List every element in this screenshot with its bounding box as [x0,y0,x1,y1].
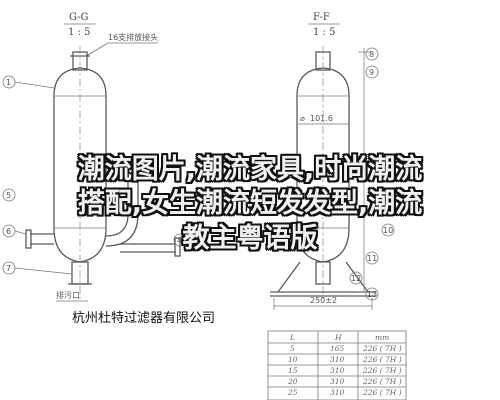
table-cell: 165 [330,344,345,353]
svg-text:9: 9 [369,68,374,77]
table-cell: 226 ( 7H ) [362,344,402,353]
table-header-l: L [289,333,295,342]
table-cell: 15 [288,366,298,375]
right-section-label: F-F [313,12,330,23]
svg-text:12: 12 [351,274,361,283]
svg-text:7: 7 [6,264,11,273]
table-cell: 310 [330,377,345,386]
base-width-dimension: 250±2 [310,296,337,305]
table-cell: 310 [330,388,345,397]
overlay-line-2: 搭配,女生潮流短发发型,潮流 [77,188,423,219]
right-scale-label: 1 : 5 [313,27,335,38]
valve-label: 16支排放接头 [108,32,158,42]
table-cell: 5 [290,344,295,353]
svg-text:1: 1 [6,78,11,87]
svg-text:6: 6 [6,227,11,236]
balloon-7: 7 [2,261,73,275]
balloon-4: 4 [173,233,187,247]
balloon-6: 6 [2,224,27,238]
left-scale-label: 1 : 5 [68,27,90,38]
svg-text:5: 5 [6,191,11,200]
company-name: 杭州杜特过滤器有限公司 [72,311,216,326]
balloon-5: 5 [2,188,16,202]
balloon-10: 10 [381,223,395,237]
table-header-mm: mm [375,333,389,342]
svg-text:11: 11 [367,254,377,263]
table-header-h: H [334,333,342,342]
balloon-13: 13 [365,287,379,301]
table-cell: 25 [287,388,298,397]
table-cell: 226 ( 7H ) [362,377,402,386]
left-section-label: G-G [69,12,89,23]
spec-table: L H mm 5 165 226 ( 7H ) 10 310 226 ( 7H … [267,330,407,400]
table-cell: 310 [330,366,345,375]
overlay-line-3: 教主粤语版 [182,223,318,254]
svg-text:10: 10 [383,226,393,235]
svg-text:8: 8 [369,50,374,59]
balloon-8: 8 [365,47,379,61]
table-cell: 226 ( 7H ) [362,355,402,364]
table-cell: 10 [288,355,298,364]
overlay-line-1: 潮流图片,潮流家具,时尚潮流 [77,154,423,185]
balloon-12: 12 [349,271,363,285]
diameter-dimension: 101.6 [310,114,333,123]
balloon-9: 9 [365,65,379,79]
svg-text:⌀: ⌀ [300,114,305,123]
table-cell: 226 ( 7H ) [362,388,402,397]
table-cell: 226 ( 7H ) [362,366,402,375]
table-cell: 20 [287,377,298,386]
drain-label: 排污口 [56,290,80,300]
balloon-1: 1 [2,75,55,89]
table-cell: 310 [330,355,345,364]
svg-text:13: 13 [367,290,377,299]
svg-text:4: 4 [177,236,182,245]
balloon-11: 11 [365,251,379,265]
